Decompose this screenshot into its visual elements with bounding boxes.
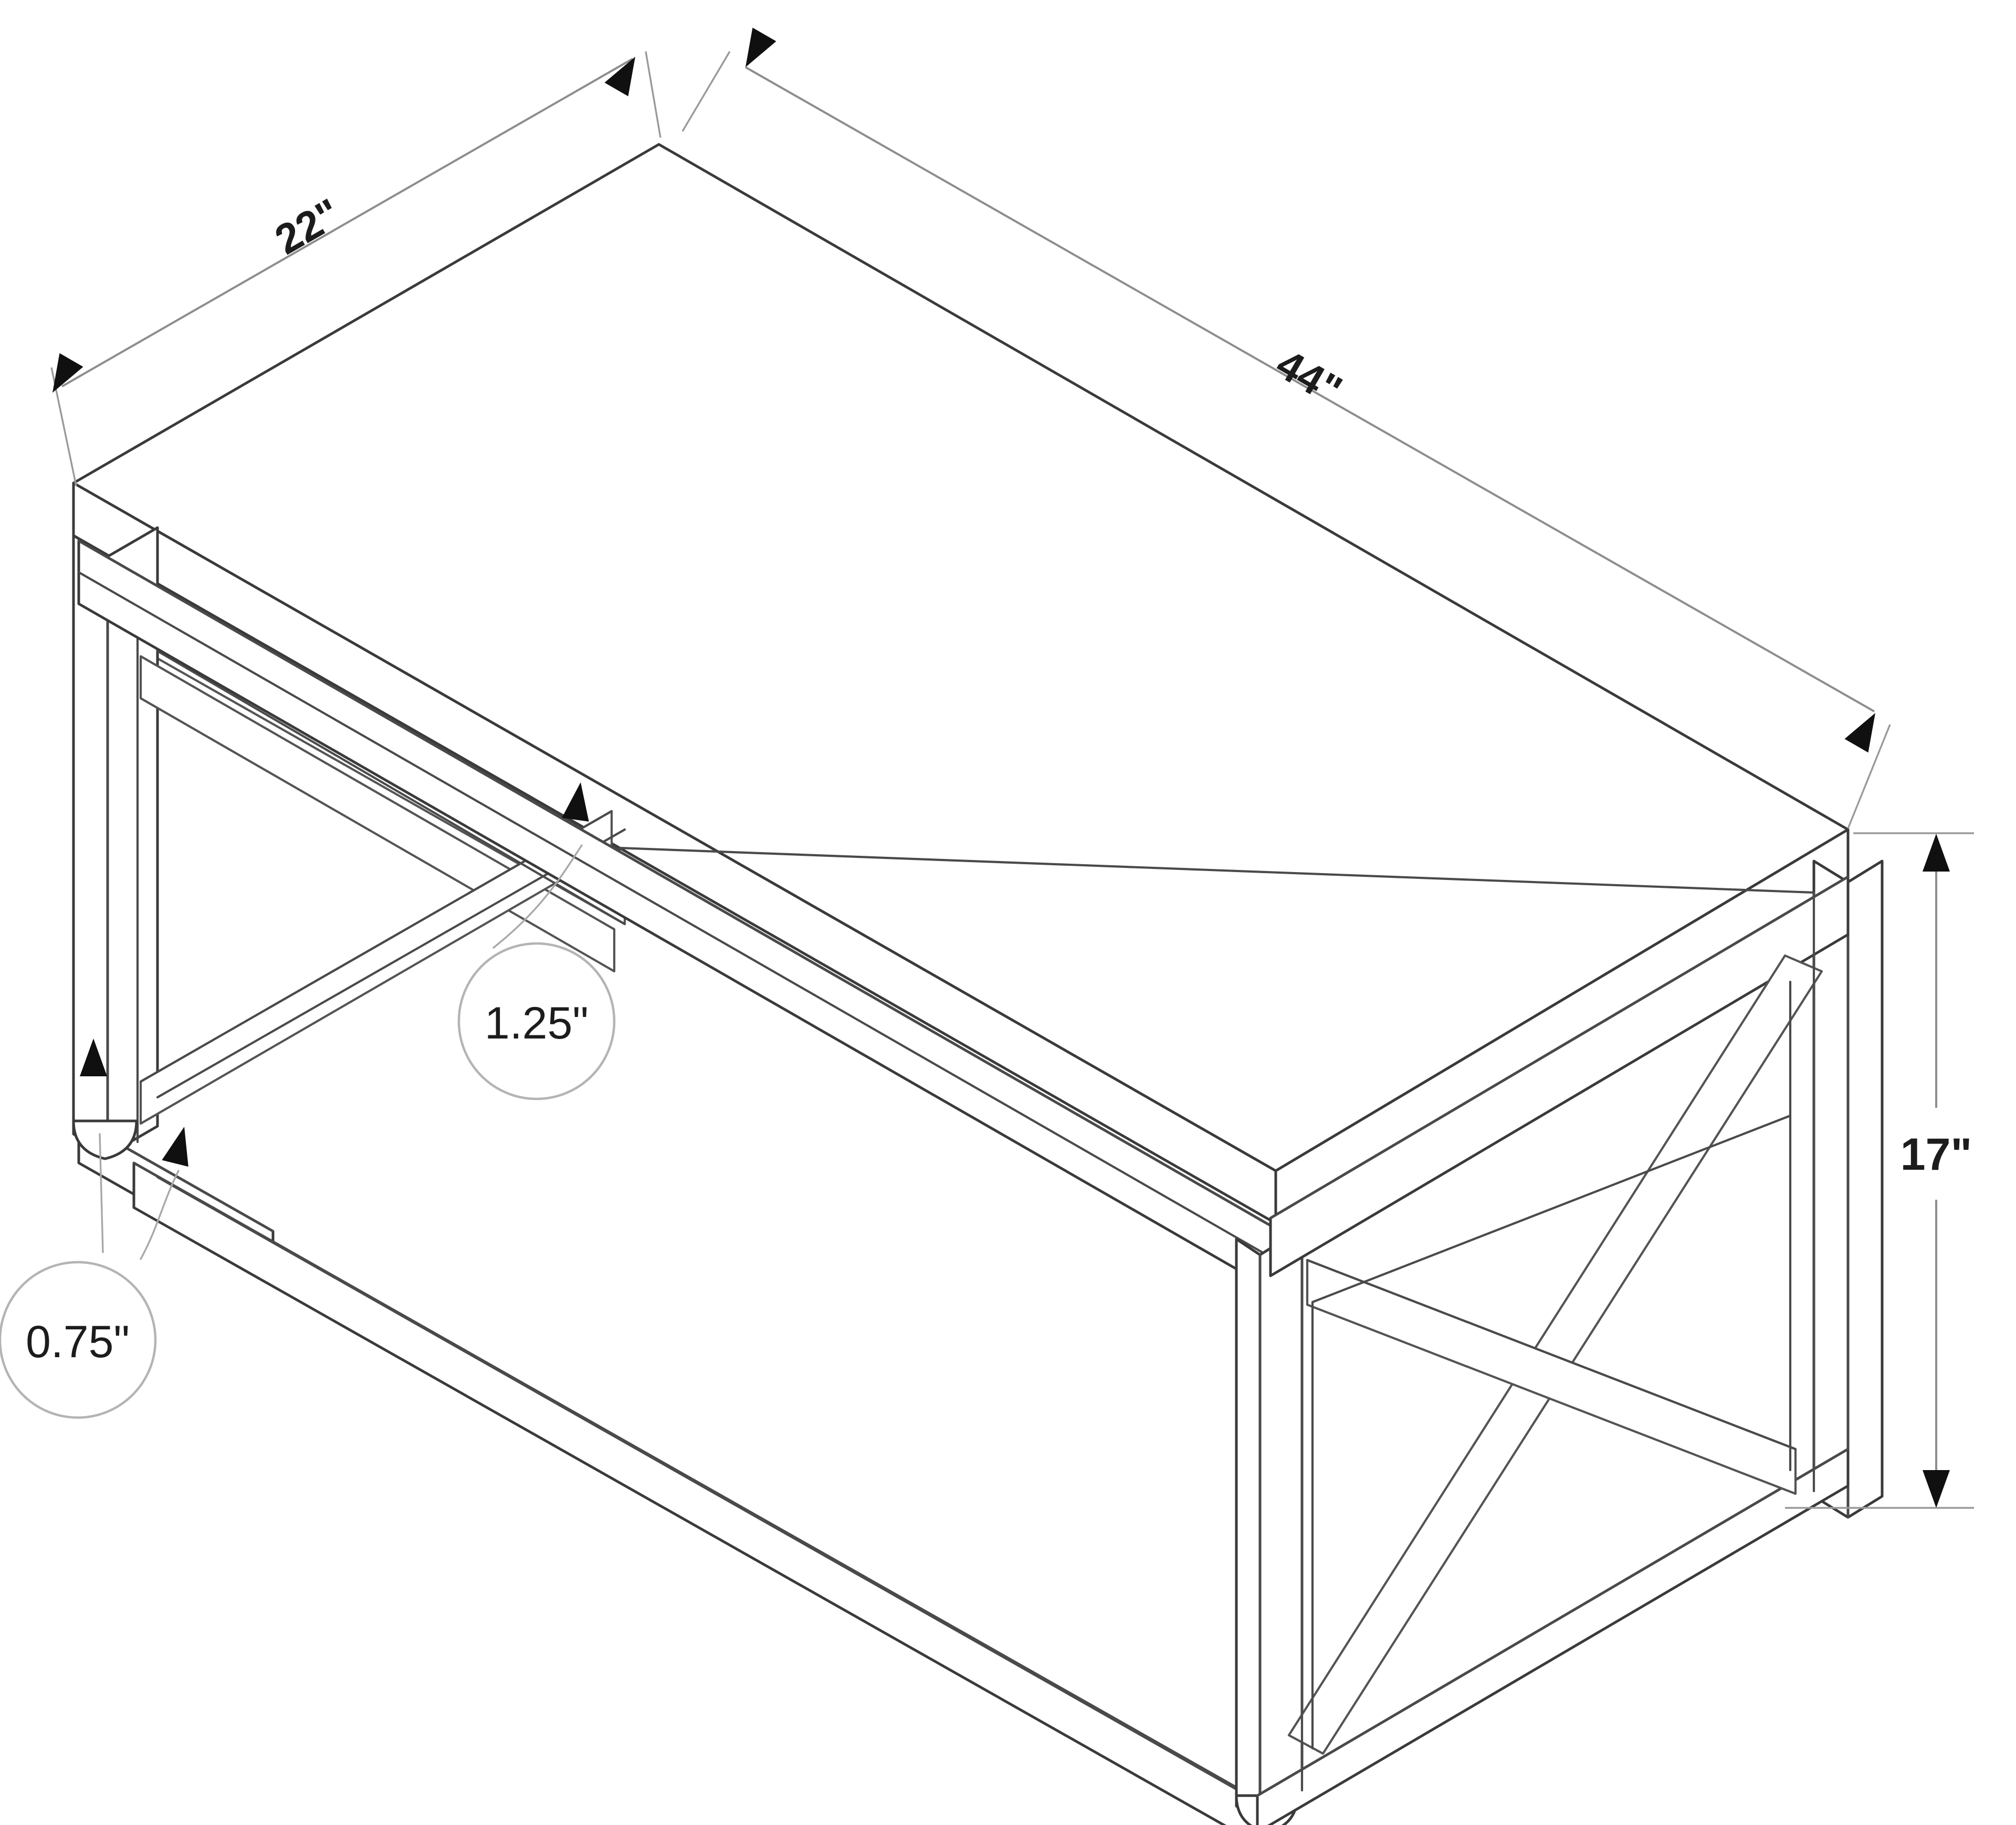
- dimension-arrow-icon: [40, 353, 83, 400]
- dimension-arrow-icon: [733, 27, 776, 74]
- callout-label-leg-thickness: 0.75": [26, 1317, 130, 1367]
- dimension-height-17: 17": [1785, 832, 1974, 1509]
- right-end-frame: [1235, 859, 1884, 1825]
- front-bottom-stretcher: [132, 1161, 1272, 1825]
- dimension-arrow-icon: [1923, 834, 1950, 872]
- callout-bubble-icon: [0, 1261, 157, 1419]
- dimension-arrow-icon: [162, 1123, 198, 1167]
- rear-upper-side-rail: [618, 846, 1815, 894]
- dimension-label-depth: 22": [267, 190, 348, 264]
- callout-rail-thickness: 1.25": [457, 780, 616, 1100]
- table-top-slab: [72, 143, 1850, 1225]
- dimension-arrow-icon: [1923, 1470, 1950, 1508]
- callout-bubble-icon: [457, 942, 616, 1100]
- callout-label-rail-thickness: 1.25": [485, 998, 589, 1048]
- dimension-label-width: 44": [1269, 340, 1350, 414]
- callout-leg-thickness: 0.75": [0, 1039, 198, 1419]
- dimension-label-height: 17": [1900, 1129, 1972, 1180]
- dimension-arrow-icon: [604, 50, 647, 97]
